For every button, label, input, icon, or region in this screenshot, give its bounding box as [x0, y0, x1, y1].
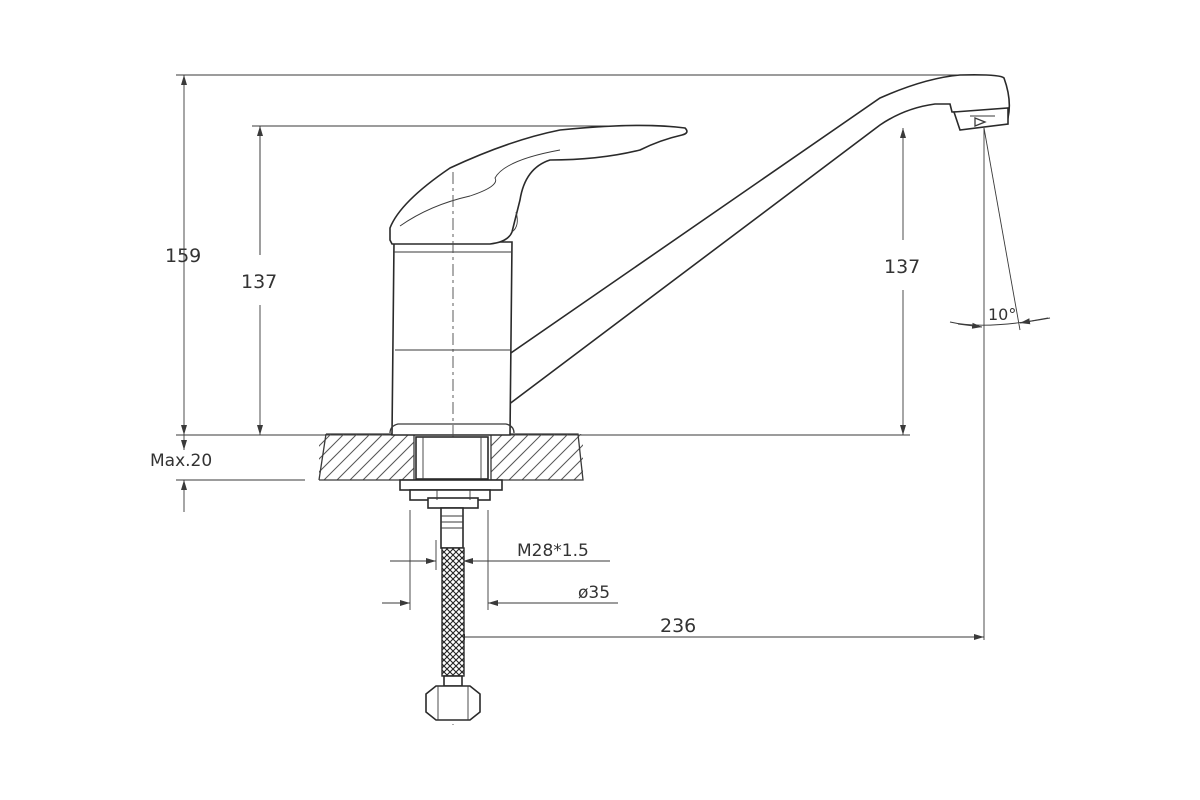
hatch-line [534, 434, 582, 480]
hatch-line [508, 434, 556, 480]
hatch-line [259, 434, 305, 480]
faucet-body [389, 241, 515, 436]
hatch-line [362, 434, 410, 480]
dim-label-diameter: ø35 [578, 583, 610, 603]
hatch-line [547, 444, 583, 480]
hatch-line [349, 434, 397, 480]
hatch-line [401, 467, 414, 480]
dim-label-236: 236 [660, 615, 696, 637]
hatch-line [587, 434, 633, 480]
hatch-line [319, 434, 345, 460]
dim-label-137-right: 137 [884, 256, 920, 278]
hatch-line [319, 434, 332, 447]
lever-handle [389, 124, 688, 245]
hatch-line [491, 434, 530, 473]
dim-label-thread: M28*1.5 [517, 541, 589, 561]
dim-label-159: 159 [165, 245, 201, 267]
hatch-line [560, 457, 583, 480]
hatch-line [491, 434, 504, 447]
dim-label-angle: 10° [988, 305, 1016, 324]
hatch-line [491, 434, 517, 460]
countertop-section [259, 433, 633, 481]
hatch-line [272, 434, 318, 480]
hatch-line [323, 434, 371, 480]
braided-hose [425, 547, 481, 721]
hatch-line [495, 434, 543, 480]
hatch-line [336, 434, 384, 480]
hatch-line [521, 434, 569, 480]
extension-lines [176, 74, 985, 640]
hatch-line [319, 434, 358, 473]
hatch-line [388, 454, 414, 480]
spout [507, 74, 1011, 407]
hatch-line [375, 441, 414, 480]
dim-label-137-left: 137 [241, 271, 277, 293]
dimension-angle [949, 127, 1051, 331]
dim-label-max20: Max.20 [150, 451, 212, 471]
mounting-hardware [399, 436, 503, 549]
